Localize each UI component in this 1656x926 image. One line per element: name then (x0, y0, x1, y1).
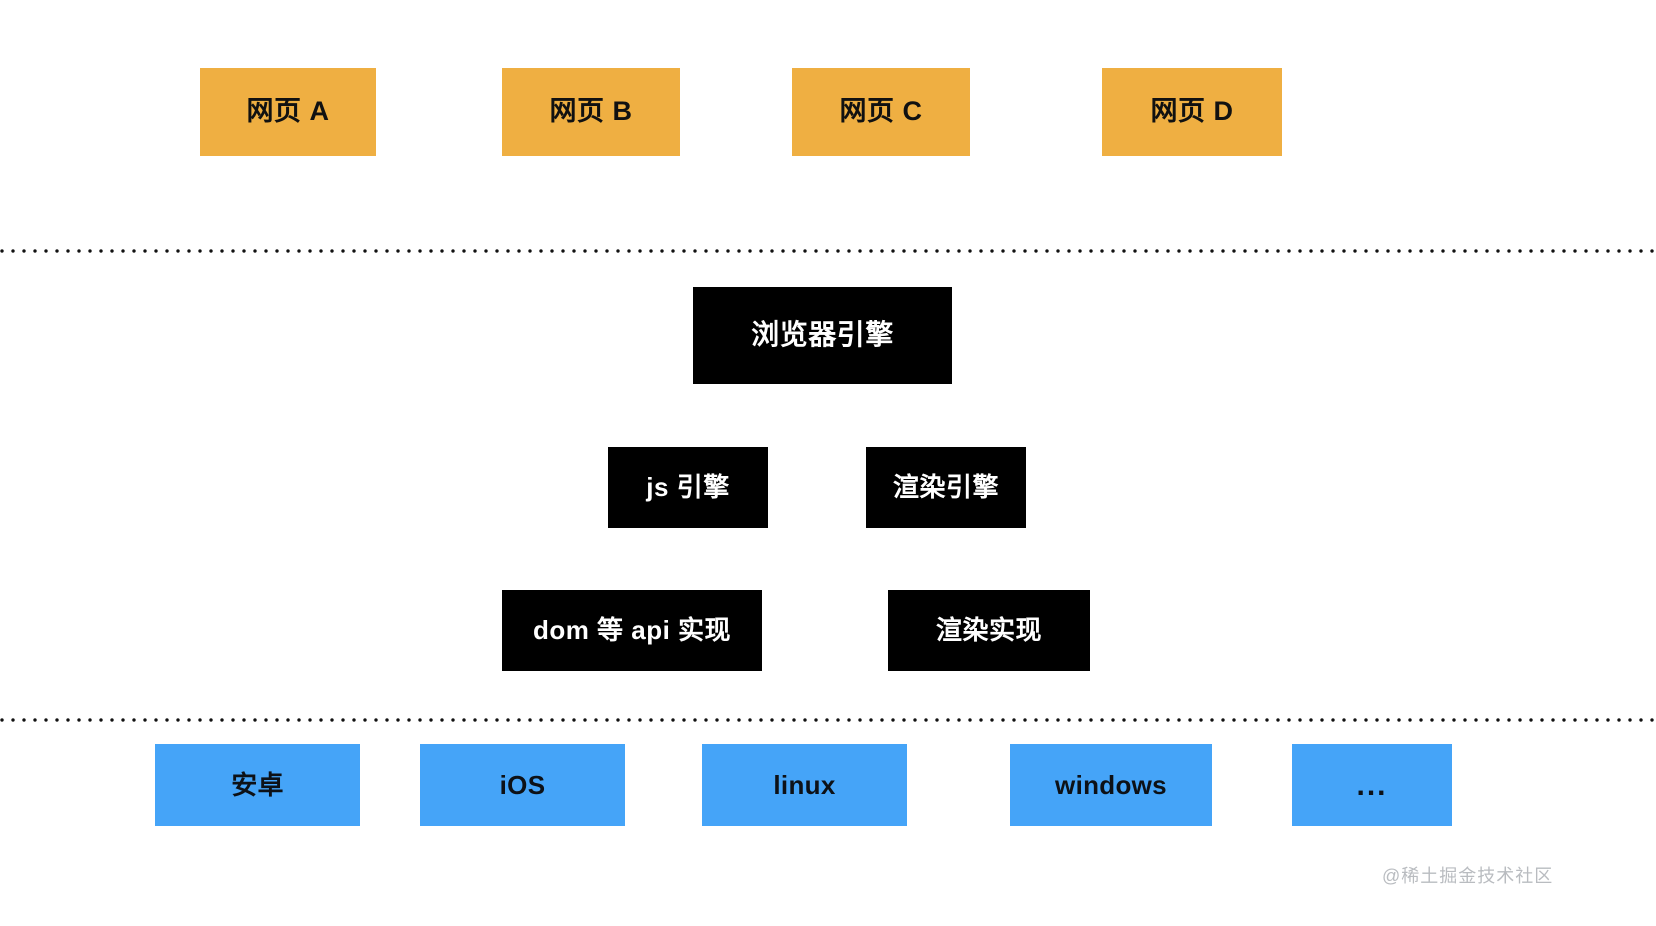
web-page-box-b[interactable]: 网页 B (502, 68, 680, 156)
os-box-ios[interactable]: iOS (420, 744, 625, 826)
os-box-more[interactable]: ... (1292, 744, 1452, 826)
render-engine-box[interactable]: 渲染引擎 (866, 447, 1026, 528)
os-box-android[interactable]: 安卓 (155, 744, 360, 826)
js-engine-label: js 引擎 (646, 472, 730, 503)
dom-api-impl-label: dom 等 api 实现 (532, 615, 732, 646)
os-label-more: ... (1356, 768, 1388, 802)
watermark: @稀土掘金技术社区 (1382, 866, 1554, 886)
os-box-linux[interactable]: linux (702, 744, 907, 826)
os-label-linux: linux (773, 769, 836, 800)
browser-engine-label: 浏览器引擎 (751, 319, 894, 351)
divider-browser-os (0, 718, 1656, 722)
os-label-ios: iOS (499, 769, 546, 800)
render-engine-label: 渲染引擎 (892, 472, 999, 503)
js-engine-box[interactable]: js 引擎 (608, 447, 768, 528)
web-page-box-c[interactable]: 网页 C (792, 68, 970, 156)
web-page-box-a[interactable]: 网页 A (200, 68, 376, 156)
browser-engine-box[interactable]: 浏览器引擎 (693, 287, 952, 384)
web-page-box-d[interactable]: 网页 D (1102, 68, 1282, 156)
os-label-windows: windows (1055, 769, 1167, 800)
dom-api-impl-box[interactable]: dom 等 api 实现 (502, 590, 762, 671)
render-impl-box[interactable]: 渲染实现 (888, 590, 1090, 671)
divider-pages-browser (0, 249, 1656, 253)
web-page-label-a: 网页 A (246, 96, 330, 127)
web-page-label-d: 网页 D (1150, 96, 1234, 127)
web-page-label-b: 网页 B (549, 96, 633, 127)
os-box-windows[interactable]: windows (1010, 744, 1212, 826)
web-page-label-c: 网页 C (839, 96, 923, 127)
os-label-android: 安卓 (231, 769, 284, 800)
render-impl-label: 渲染实现 (935, 615, 1042, 646)
